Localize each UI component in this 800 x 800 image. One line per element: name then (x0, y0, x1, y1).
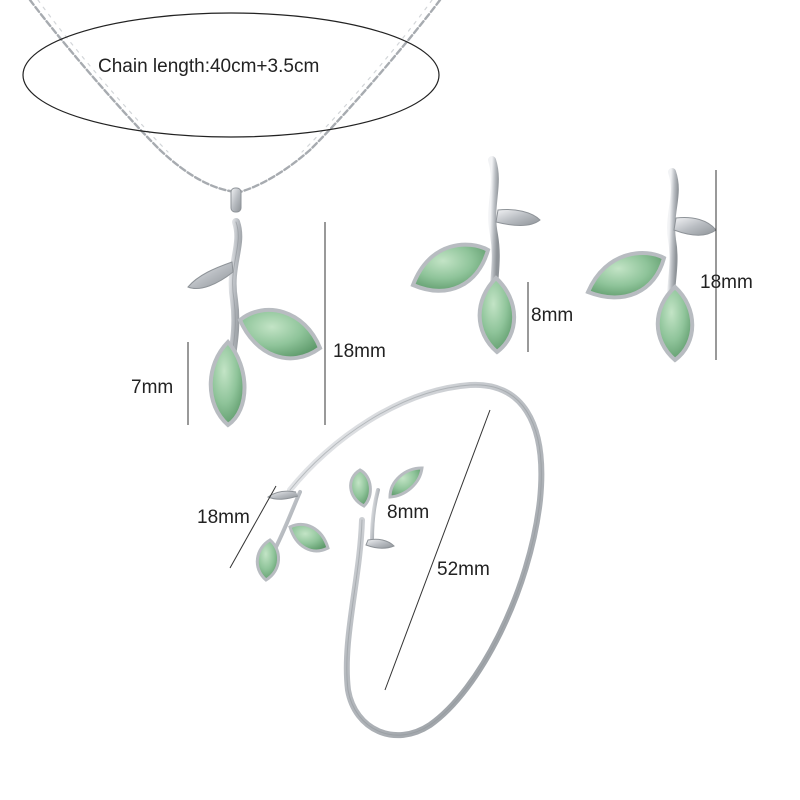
earring-left (410, 156, 541, 355)
cuff-ring-leaves (255, 466, 424, 582)
earring-right (585, 168, 717, 363)
chain-length-callout (22, 12, 440, 138)
ring-sprig-label: 18mm (197, 507, 250, 528)
pendant-height-label: 18mm (333, 341, 386, 362)
necklace-chain (28, 0, 442, 194)
ring-diameter-line (384, 409, 491, 691)
ring-leaf-label: 8mm (387, 502, 430, 523)
ring-sprig-line (229, 485, 277, 569)
ring-diameter-label: 52mm (437, 559, 490, 580)
cuff-ring (266, 381, 545, 739)
pendant-leaf-label: 7mm (131, 377, 174, 398)
chain-length-label: Chain length:40cm+3.5cm (98, 56, 320, 77)
necklace-pendant (187, 187, 323, 428)
earring-leaf-label: 8mm (531, 305, 574, 326)
earring-height-label: 18mm (700, 272, 753, 293)
